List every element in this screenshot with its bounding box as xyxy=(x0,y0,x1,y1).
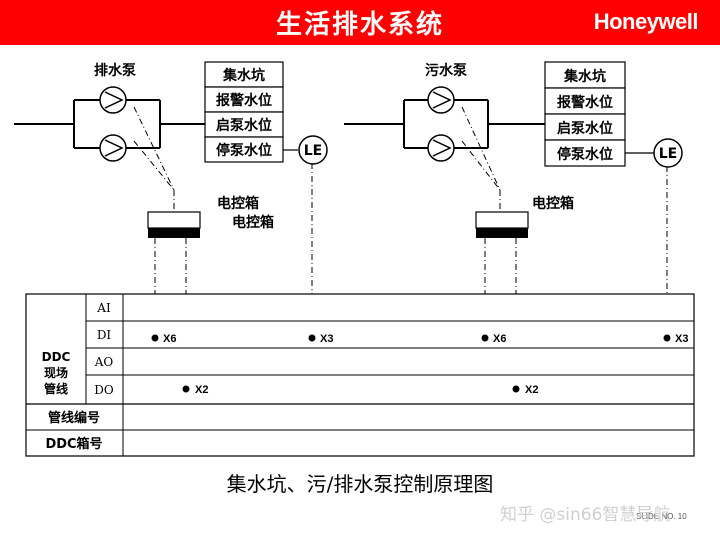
left-pump-label: 排水泵 xyxy=(94,62,136,79)
svg-text:X3: X3 xyxy=(675,333,688,345)
page-title: 生活排水系统 xyxy=(275,10,444,40)
left-control-box-label: 电控箱 xyxy=(217,195,259,212)
left-control-box-base xyxy=(148,228,200,238)
svg-text:LE: LE xyxy=(304,143,322,159)
row-label-pipeline-no: 管线编号 xyxy=(48,410,100,426)
group-label-1: DDC xyxy=(42,350,71,364)
left-control-box-label-2: 电控箱 xyxy=(232,214,274,231)
right-control-box-base xyxy=(476,228,528,238)
watermark: 知乎 @sin66智慧导航 xyxy=(500,505,671,525)
left-do-dot xyxy=(182,385,190,393)
svg-text:X3: X3 xyxy=(320,333,333,345)
group-label-3: 管线 xyxy=(44,381,68,396)
svg-text:X2: X2 xyxy=(195,384,208,396)
slide-number: SLIDE NO. 10 xyxy=(636,512,687,521)
right-pump-1-icon xyxy=(427,86,455,114)
right-level-sensor xyxy=(653,138,683,168)
svg-text:启泵水位: 启泵水位 xyxy=(216,117,272,134)
right-control-box-label: 电控箱 xyxy=(532,195,574,212)
right-di-level-dot xyxy=(663,334,671,342)
left-control-box xyxy=(147,211,201,229)
right-system: 污水泵 电控箱 集水坑 报警水位 启泵水位 停泵水位 LE xyxy=(344,61,683,389)
left-pump-1-icon xyxy=(99,86,127,114)
right-pump-label: 污水泵 xyxy=(425,62,467,79)
svg-text:停泵水位: 停泵水位 xyxy=(216,142,272,159)
header-bar xyxy=(0,0,720,45)
signal-do-label: DO xyxy=(94,383,114,397)
svg-text:启泵水位: 启泵水位 xyxy=(557,120,613,137)
signal-ai-label: AI xyxy=(96,301,111,315)
svg-text:LE: LE xyxy=(659,146,677,162)
left-system: 排水泵 电控箱 电控箱 集水坑 报警水位 启泵水位 停泵水位 LE xyxy=(14,61,328,389)
left-pump-2-icon xyxy=(99,134,127,162)
signal-table: AI DI AO DO DDC 现场 管线 管线编号 DDC箱号 X6 X3 X… xyxy=(25,293,695,457)
signal-di-label: DI xyxy=(97,328,112,342)
row-label-ddc-box-no: DDC箱号 xyxy=(45,436,102,452)
brand-logo: Honeywell xyxy=(593,9,699,34)
svg-text:集水坑: 集水坑 xyxy=(563,68,606,85)
left-di-pump-dot xyxy=(151,334,159,342)
signal-ao-label: AO xyxy=(94,355,114,369)
svg-text:X6: X6 xyxy=(163,333,176,345)
svg-text:集水坑: 集水坑 xyxy=(222,67,265,84)
left-level-sensor xyxy=(298,135,328,165)
right-do-dot xyxy=(512,385,520,393)
diagram-caption: 集水坑、污/排水泵控制原理图 xyxy=(226,472,494,496)
left-level-panel: 集水坑 报警水位 启泵水位 停泵水位 xyxy=(204,61,284,163)
right-control-box xyxy=(475,211,529,229)
svg-text:停泵水位: 停泵水位 xyxy=(557,146,613,163)
right-pump-2-icon xyxy=(427,134,455,162)
svg-text:报警水位: 报警水位 xyxy=(216,92,272,109)
left-di-level-dot xyxy=(308,334,316,342)
svg-text:X6: X6 xyxy=(493,333,506,345)
svg-text:X2: X2 xyxy=(525,384,538,396)
right-di-pump-dot xyxy=(481,334,489,342)
right-level-panel: 集水坑 报警水位 启泵水位 停泵水位 xyxy=(544,61,626,167)
svg-text:报警水位: 报警水位 xyxy=(557,94,613,111)
group-label-2: 现场 xyxy=(44,366,68,380)
